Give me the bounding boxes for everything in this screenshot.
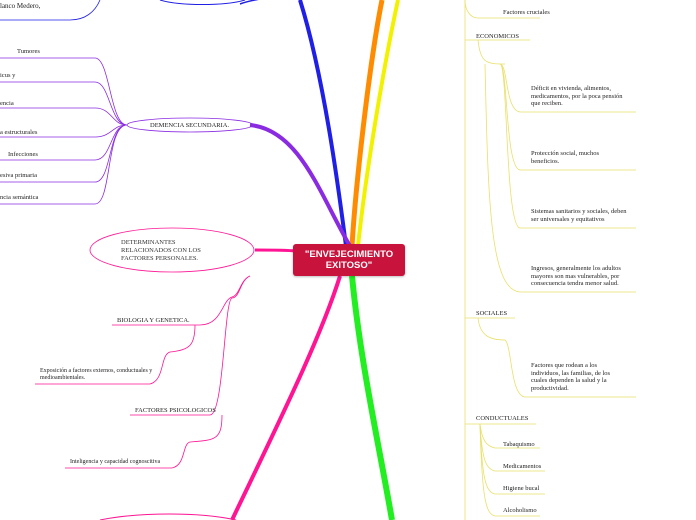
top-left-connector (0, 0, 101, 21)
conductuales-title[interactable]: CONDUCTUALES (476, 415, 529, 422)
sociales-item[interactable]: Factores que rodean a los individuos, la… (531, 362, 611, 392)
branch-orange (349, 0, 385, 247)
demencia-item[interactable]: icus y (0, 72, 16, 79)
conductuales-item[interactable]: Tabaquismo (503, 441, 535, 448)
central-topic-label: "ENVEJECIMIENTO EXITOSO" (304, 249, 394, 271)
economicos-title[interactable]: ECONOMICOS (476, 33, 519, 40)
top-left-fragment: lanco Medero, (0, 2, 41, 10)
branch-yellow (356, 0, 400, 247)
conductuales-item[interactable]: Higiene bucal (503, 485, 540, 492)
demencia-item[interactable]: esiva primaria (0, 172, 37, 179)
biologia-title[interactable]: BIOLOGIA Y GENETICA. (117, 317, 190, 324)
right-yellow-connectors (464, 0, 636, 520)
central-topic[interactable]: "ENVEJECIMIENTO EXITOSO" (293, 244, 405, 276)
economicos-item[interactable]: Déficit en vivienda, alimentos, medicame… (531, 85, 623, 108)
determinantes-title[interactable]: DETERMINANTES RELACIONADOS CON LOS FACTO… (121, 239, 201, 262)
branch-blue (298, 0, 348, 247)
demencia-item[interactable]: Infecciones (8, 151, 38, 158)
demencia-item[interactable]: encia (0, 100, 14, 107)
demencia-connectors (0, 57, 128, 205)
economicos-item[interactable]: Ingresos, generalmente los adultos mayor… (531, 265, 621, 288)
economicos-item[interactable]: Sistemas sanitarios y sociales, deben se… (531, 208, 627, 223)
oval-top-fragment (159, 0, 246, 5)
conductuales-item[interactable]: Medicamentos (503, 463, 542, 470)
demencia-item[interactable]: a estructurales (0, 129, 38, 136)
branch-purple (249, 123, 352, 248)
demencia-item[interactable]: Tumores (17, 48, 40, 55)
branch-magenta-personal (254, 248, 297, 253)
conductuales-item[interactable]: Alcoholismo (503, 507, 537, 514)
branch-magenta-bottom (230, 275, 342, 520)
economicos-item[interactable]: Protección social, muchos beneficios. (531, 150, 600, 165)
biologia-item[interactable]: Exposición a factores externos, conductu… (40, 368, 153, 381)
determinantes-connectors (35, 275, 251, 469)
factores-cruciales[interactable]: Factores cruciales (503, 9, 550, 16)
determinantes-oval (89, 227, 255, 273)
demencia-item[interactable]: ncia semántica (0, 194, 39, 201)
branch-blue-thin (239, 0, 300, 5)
psicologicos-item[interactable]: Inteligencia y capacidad cognoscitiva (70, 459, 161, 465)
branch-green (349, 275, 395, 520)
psicologicos-title[interactable]: FACTORES PSICOLOGICOS (135, 407, 216, 414)
sociales-title[interactable]: SOCIALES (476, 310, 508, 317)
demencia-secundaria-title[interactable]: DEMENCIA SECUNDARIA. (150, 122, 230, 129)
oval-bottom-fragment (99, 513, 237, 520)
